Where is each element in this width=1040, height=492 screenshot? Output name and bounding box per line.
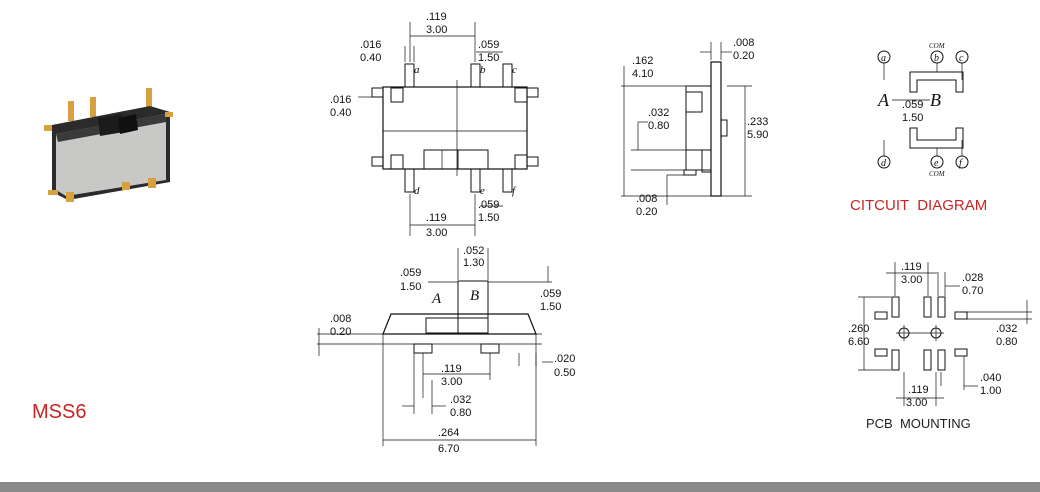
front-pin-mm: 0.80 xyxy=(450,407,471,419)
pcb-side-mm: 0.80 xyxy=(996,336,1017,348)
pcb-hole-in: .040 xyxy=(980,372,1001,384)
front-foot-mm: 0.50 xyxy=(554,367,575,379)
pin-c-label: c xyxy=(512,64,517,76)
top-gap-in: .059 xyxy=(478,39,499,51)
com-top: COM xyxy=(929,42,946,50)
front-len-mm: 6.70 xyxy=(438,443,459,455)
front-left-mm: 1.50 xyxy=(400,281,421,293)
pcb-title: PCB MOUNTING xyxy=(866,416,971,431)
terminal-e-circle xyxy=(930,155,944,169)
pin-a-label: a xyxy=(414,64,420,76)
pcb-padw-mm: 0.70 xyxy=(962,285,983,297)
front-pitch-in: .119 xyxy=(441,363,462,375)
circuit-dim-in: .059 xyxy=(902,99,923,111)
pin-b-label: b xyxy=(480,64,486,76)
terminal-c: c xyxy=(959,53,964,64)
front-thick-mm: 0.20 xyxy=(330,326,351,338)
front-pitch-mm: 3.00 xyxy=(441,376,462,388)
footer-bar xyxy=(0,482,1040,492)
top-side-in: .016 xyxy=(330,94,351,106)
side-bottom-mm: 0.20 xyxy=(636,206,657,218)
top-gap-mm: 1.50 xyxy=(478,52,499,64)
front-act-in: .052 xyxy=(463,245,484,257)
product-photo xyxy=(44,88,173,202)
pcb-hole-mm: 1.00 xyxy=(980,385,1001,397)
com-bottom: COM xyxy=(929,170,946,178)
pcb-height-mm: 6.60 xyxy=(848,336,869,348)
bottom-gap-in: .059 xyxy=(478,199,499,211)
pin-d-label: d xyxy=(414,185,420,197)
pcb-side-in: .032 xyxy=(996,323,1017,335)
side-mid-in: .032 xyxy=(648,107,669,119)
pcb-padw-in: .028 xyxy=(962,272,983,284)
terminal-f: f xyxy=(959,158,963,169)
front-pin-in: .032 xyxy=(450,394,471,406)
top-pinw-mm: 0.40 xyxy=(360,52,381,64)
top-pinw-in: .016 xyxy=(360,39,381,51)
front-pos-b: B xyxy=(470,288,479,304)
side-thick-in: .008 xyxy=(733,37,754,49)
model-label: MSS6 xyxy=(32,401,86,423)
front-act-mm: 1.30 xyxy=(463,257,484,269)
side-height-in: .162 xyxy=(632,55,653,67)
front-thick-in: .008 xyxy=(330,313,351,325)
terminal-d-circle xyxy=(877,155,891,169)
side-mid-mm: 0.80 xyxy=(648,120,669,132)
pcb-height-in: .260 xyxy=(848,323,869,335)
terminal-a: a xyxy=(881,53,886,64)
top-pitch-in: .119 xyxy=(426,11,447,23)
top-view: a b c d e f .119 3.00 .016 0.40 .059 1.5… xyxy=(330,11,539,239)
bottom-pitch-mm: 3.00 xyxy=(426,227,447,239)
pin-e-label: e xyxy=(480,185,485,197)
side-bottom-in: .008 xyxy=(636,193,657,205)
side-height-mm: 4.10 xyxy=(632,68,653,80)
front-foot-in: .020 xyxy=(554,353,575,365)
front-pos-a: A xyxy=(431,291,442,307)
pcb-bottom-pitch-mm: 3.00 xyxy=(906,397,927,409)
circuit-title: CITCUIT DIAGRAM xyxy=(850,197,987,214)
side-thick-mm: 0.20 xyxy=(733,50,754,62)
bottom-pitch-in: .119 xyxy=(426,212,447,224)
pcb-top-pitch-mm: 3.00 xyxy=(901,274,922,286)
terminal-e: e xyxy=(934,158,939,169)
terminal-f-circle xyxy=(955,155,969,169)
side-width-in: .233 xyxy=(747,116,768,128)
side-view: .162 4.10 .008 0.20 .032 0.80 .233 5.90 … xyxy=(621,37,768,218)
circuit-diagram: a b c COM A B .059 1.50 d e f COM CITCUI… xyxy=(850,42,987,214)
side-width-mm: 5.90 xyxy=(747,129,768,141)
front-right-mm: 1.50 xyxy=(540,301,561,313)
top-pitch-mm: 3.00 xyxy=(426,24,447,36)
front-view: A B .052 1.30 .059 1.50 .059 1.50 .008 0… xyxy=(317,245,575,455)
pin-f-label: f xyxy=(512,185,517,197)
circuit-dim-mm: 1.50 xyxy=(902,112,923,124)
front-len-in: .264 xyxy=(438,427,459,439)
bottom-gap-mm: 1.50 xyxy=(478,212,499,224)
circuit-pos-a: A xyxy=(877,90,890,110)
terminal-b: b xyxy=(934,53,939,64)
circuit-pos-b: B xyxy=(930,90,941,110)
top-side-mm: 0.40 xyxy=(330,107,351,119)
pcb-bottom-pitch-in: .119 xyxy=(908,384,929,396)
front-right-in: .059 xyxy=(540,288,561,300)
pcb-top-pitch-in: .119 xyxy=(901,261,922,273)
pcb-mounting: .119 3.00 .028 0.70 .260 6.60 .032 0.80 … xyxy=(848,261,1032,431)
front-left-in: .059 xyxy=(400,267,421,279)
terminal-d: d xyxy=(881,158,887,169)
